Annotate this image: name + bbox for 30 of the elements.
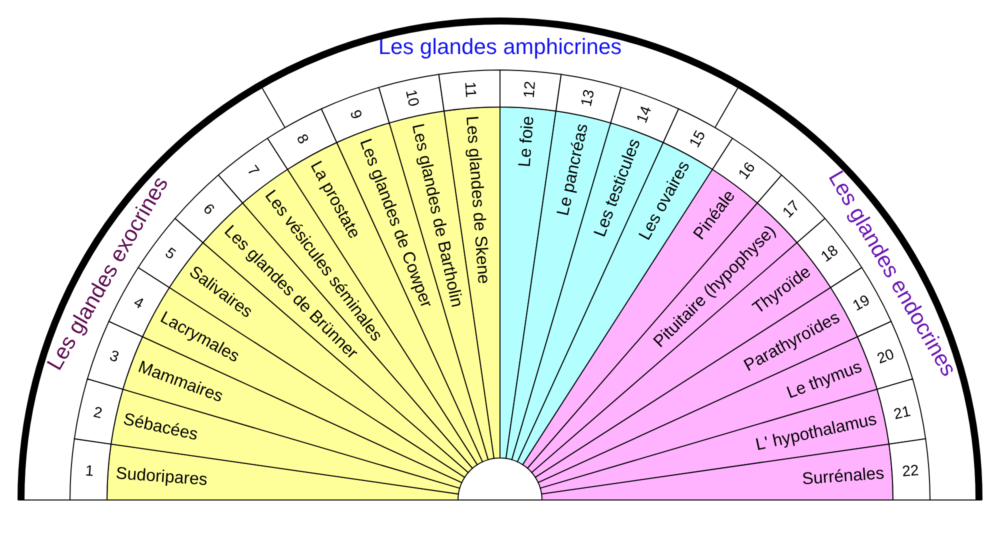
gland-name: Surrénales xyxy=(800,462,885,490)
sector-number: 8 xyxy=(292,130,314,149)
sector-number: 17 xyxy=(778,196,804,223)
sector-number: 7 xyxy=(243,161,264,181)
sector-number: 3 xyxy=(106,346,122,368)
sector-number: 15 xyxy=(684,126,710,152)
group-title: Les glandes amphicrines xyxy=(377,33,623,61)
fan-sector xyxy=(70,438,459,500)
sector-number: 11 xyxy=(460,80,481,100)
sector-number: 18 xyxy=(816,240,842,268)
sector-number: 20 xyxy=(874,345,896,368)
gland-name: Le pancréas xyxy=(552,121,592,220)
sector-number: 21 xyxy=(891,401,914,425)
gland-name: Sébacées xyxy=(121,408,201,446)
sector-number: 9 xyxy=(346,106,367,124)
sector-number: 14 xyxy=(632,102,656,128)
sector-number: 6 xyxy=(199,199,219,220)
sector-number: 12 xyxy=(519,80,540,100)
sector-number: 10 xyxy=(401,86,424,110)
sector-number: 19 xyxy=(848,290,874,316)
sector-number: 5 xyxy=(162,244,180,265)
sector-number: 22 xyxy=(900,460,920,482)
gland-name: Sudoripares xyxy=(115,462,210,491)
gland-name: Le foie xyxy=(513,115,538,170)
sector-number: 2 xyxy=(91,402,105,424)
sector-number: 13 xyxy=(576,86,599,110)
sector-number: 1 xyxy=(84,460,96,482)
sector-number: 4 xyxy=(130,292,148,314)
sector-number: 16 xyxy=(734,158,760,184)
gland-name: Les glandes de Skene xyxy=(462,115,496,286)
